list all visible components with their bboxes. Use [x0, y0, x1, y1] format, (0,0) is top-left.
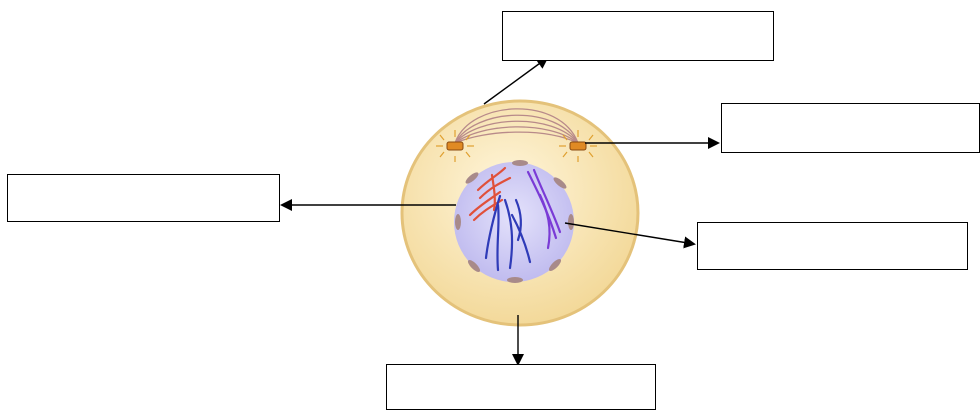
- label-box-top[interactable]: [502, 11, 774, 61]
- label-box-right-upper[interactable]: [721, 103, 980, 153]
- arrow-to-top-label: [484, 58, 547, 104]
- label-box-bottom[interactable]: [386, 364, 656, 410]
- label-box-right-lower[interactable]: [697, 222, 968, 270]
- label-box-left[interactable]: [7, 174, 280, 222]
